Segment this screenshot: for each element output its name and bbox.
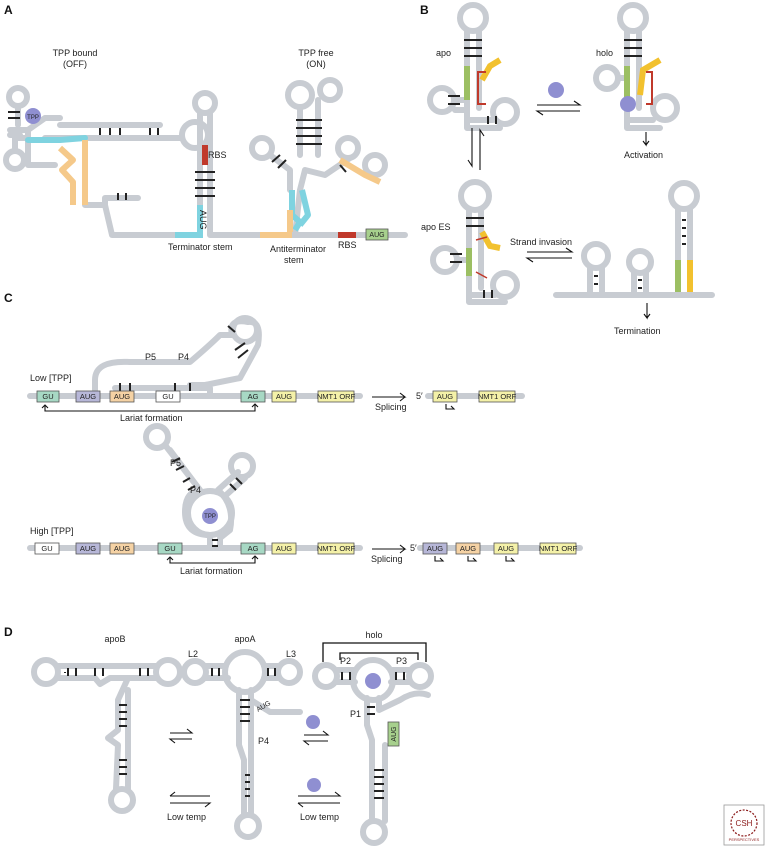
- aug-rotated-label: AUG: [198, 210, 208, 230]
- apoa-structure: [181, 649, 303, 840]
- aug-box-low-3: AUG: [276, 392, 292, 401]
- holo-label: holo: [596, 48, 613, 58]
- l3-label: L3: [286, 649, 296, 659]
- aug-box-spliced-high-1: AUG: [427, 544, 443, 553]
- aug-box-spliced-high-3: AUG: [498, 544, 514, 553]
- terminator-stem-label: Terminator stem: [168, 242, 233, 252]
- holo-d-structure: [312, 642, 434, 846]
- five-prime-high: 5′: [410, 543, 417, 553]
- p4-label-low: P4: [178, 352, 189, 362]
- csh-perspectives-logo: [723, 804, 765, 846]
- panel-label-a: A: [4, 3, 13, 17]
- aug-box-low-2: AUG: [114, 392, 130, 401]
- nmt1-box-high: NMT1 ORF: [317, 544, 356, 553]
- panel-label-c: C: [4, 291, 13, 305]
- p2-label: P2: [340, 656, 351, 666]
- strand-invasion-label: Strand invasion: [510, 237, 572, 247]
- equilibrium-strand-invasion: [525, 247, 574, 263]
- p3-label: P3: [396, 656, 407, 666]
- panel-label-d: D: [4, 625, 13, 639]
- aug-box-label-d: AUG: [391, 726, 398, 741]
- lariat-label-low: Lariat formation: [120, 413, 183, 423]
- low-temp-label-2: Low temp: [300, 812, 339, 822]
- l2-label: L2: [188, 649, 198, 659]
- terminated-structure: [553, 180, 715, 320]
- panel-label-b: B: [420, 3, 429, 17]
- activation-label: Activation: [624, 150, 663, 160]
- equilibrium-apo-holo: [467, 82, 650, 170]
- p5-label-low: P5: [145, 352, 156, 362]
- p1-label: P1: [350, 709, 361, 719]
- gu-box-high-1: GU: [41, 544, 52, 553]
- aug-box-low-1: AUG: [80, 392, 96, 401]
- splicing-low: [372, 390, 525, 410]
- p5-label-high: P5: [170, 458, 181, 468]
- antiterminator-label: Antiterminator: [270, 244, 326, 254]
- apob-structure: [31, 657, 183, 814]
- apo-es-label: apo ES: [421, 222, 451, 232]
- p4-label-d: P4: [258, 736, 269, 746]
- aug-box-high-1: AUG: [80, 544, 96, 553]
- splicing-high: [372, 542, 583, 562]
- aug-box-label-a: AUG: [369, 232, 384, 239]
- aug-box-high-2: AUG: [114, 544, 130, 553]
- tpp-free-structure: [249, 77, 408, 241]
- lariat-label-high: Lariat formation: [180, 566, 243, 576]
- apoa-label: apoA: [234, 634, 255, 644]
- logo-perspectives: PERSPECTIVES: [729, 837, 760, 842]
- apo-es-structure: [430, 179, 520, 305]
- nmt1-box-spliced-low: NMT1 ORF: [478, 392, 517, 401]
- rbs-label-a: RBS: [208, 150, 227, 160]
- five-prime-low: 5′: [416, 391, 423, 401]
- low-temp-label-1: Low temp: [167, 812, 206, 822]
- holo-structure: [593, 2, 680, 131]
- aug-box-spliced-high-2: AUG: [460, 544, 476, 553]
- aug-box-spliced-low: AUG: [437, 392, 453, 401]
- equilibria-d: [168, 715, 342, 808]
- tpp-free-title: TPP free: [298, 48, 333, 58]
- apob-label: apoB: [104, 634, 125, 644]
- ag-box-high: AG: [248, 544, 259, 553]
- apo-structure: [427, 2, 520, 131]
- tpp-bound-structure: [3, 85, 303, 238]
- rbs-label-a2: RBS: [338, 240, 357, 250]
- gu-box-low-2: GU: [162, 392, 173, 401]
- termination-label: Termination: [614, 326, 661, 336]
- holo-label-d: holo: [365, 630, 382, 640]
- low-tpp-boxes: [36, 390, 355, 403]
- tpp-bound-subtitle: (OFF): [63, 59, 87, 69]
- gu-box-low: GU: [42, 392, 53, 401]
- high-tpp-label: High [TPP]: [30, 526, 74, 536]
- p4-label-high: P4: [190, 485, 201, 495]
- aug-box-high-3: AUG: [276, 544, 292, 553]
- logo-csh: CSH: [736, 819, 753, 828]
- nmt1-box-spliced-high: NMT1 ORF: [539, 544, 578, 553]
- tpp-ligand-label-c: TPP: [204, 514, 216, 520]
- splicing-label-high: Splicing: [371, 554, 403, 564]
- gu-box-high-2: GU: [164, 544, 175, 553]
- splicing-label-low: Splicing: [375, 402, 407, 412]
- antiterminator-label-2: stem: [284, 255, 304, 265]
- high-tpp-boxes: [34, 542, 355, 555]
- tpp-bound-title: TPP bound: [53, 48, 98, 58]
- tpp-ligand-label-a: TPP: [27, 115, 39, 121]
- tpp-free-subtitle: (ON): [306, 59, 326, 69]
- low-tpp-label: Low [TPP]: [30, 373, 72, 383]
- apo-label: apo: [436, 48, 451, 58]
- ag-box-low: AG: [248, 392, 259, 401]
- nmt1-box-low: NMT1 ORF: [317, 392, 356, 401]
